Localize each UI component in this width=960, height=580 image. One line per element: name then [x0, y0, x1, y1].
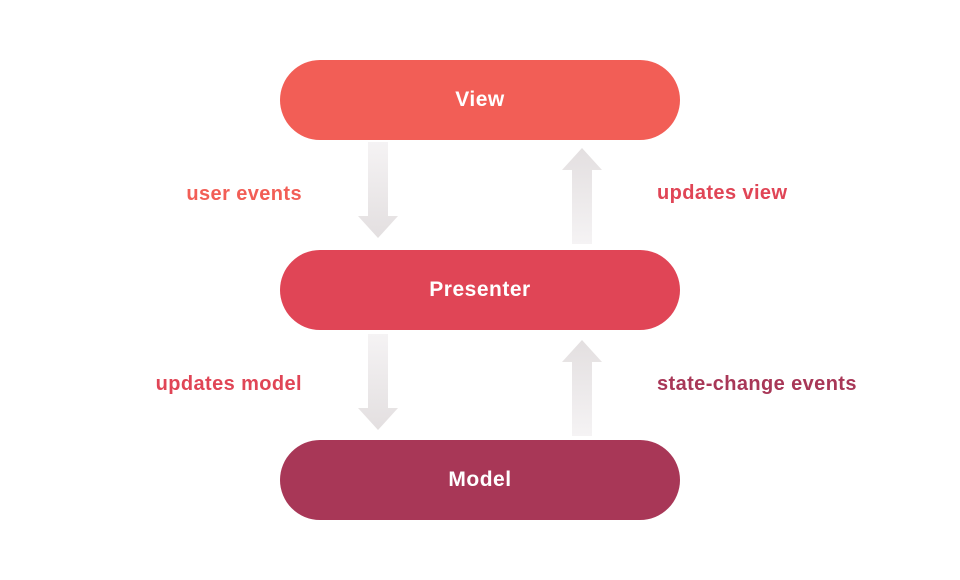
model-node-label: Model: [448, 468, 512, 491]
presenter-node-label: Presenter: [429, 278, 531, 301]
arrow-down-view-to-presenter-icon: [358, 142, 398, 238]
arrow-up-model-to-presenter-icon: [562, 340, 602, 436]
presenter-node: Presenter: [280, 250, 680, 330]
model-node: Model: [280, 440, 680, 520]
arrow-up-presenter-to-view-icon: [562, 148, 602, 244]
updates-model-label: updates model: [155, 373, 302, 395]
arrow-down-presenter-to-model-icon: [358, 334, 398, 430]
state-change-events-label: state-change events: [657, 373, 857, 395]
view-node-label: View: [455, 88, 505, 111]
view-node: View: [280, 60, 680, 140]
updates-view-label: updates view: [657, 182, 788, 204]
user-events-label: user events: [186, 183, 302, 205]
